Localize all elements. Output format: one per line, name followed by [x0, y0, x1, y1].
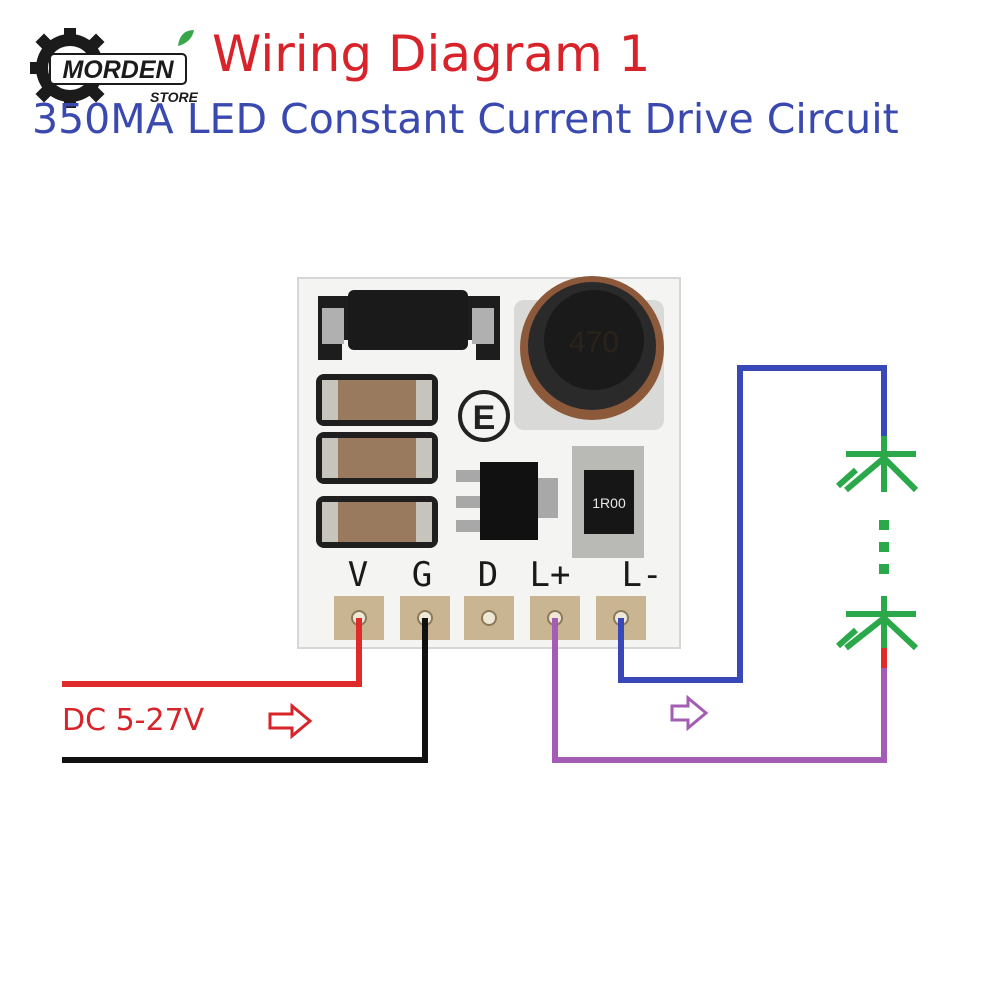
inductor-marking: 470 — [569, 326, 619, 359]
sense-resistor: 1R00 — [572, 446, 644, 558]
pin-label-v: V — [348, 555, 368, 595]
capacitor-3 — [316, 496, 438, 548]
cert-mark-letter: E — [473, 399, 496, 437]
pin-label-lminus: L- — [622, 555, 663, 595]
driver-board: 470 E 1R00 V G D L+ L- — [297, 276, 681, 649]
page-title: Wiring Diagram 1 — [212, 25, 651, 83]
morden-store-logo: MORDEN STORE — [30, 28, 198, 108]
wire-led-positive — [552, 618, 887, 763]
supply-voltage-label: DC 5-27V — [62, 703, 205, 738]
arrow-right-icon-supply — [268, 702, 313, 740]
logo-brand: MORDEN — [62, 56, 174, 84]
pin-label-d: D — [478, 555, 498, 595]
wire-ground — [62, 618, 428, 763]
leaf-icon — [178, 30, 194, 46]
wire-led-negative — [618, 365, 887, 683]
capacitor-1 — [316, 374, 438, 426]
wire-positive — [62, 618, 362, 687]
led-icon-top — [836, 436, 919, 493]
led-series-dots — [879, 520, 889, 574]
driver-ic — [456, 462, 558, 540]
pin-label-g: G — [412, 555, 432, 595]
logo-sub: STORE — [150, 89, 198, 105]
arrow-right-icon-led — [670, 694, 709, 732]
resistor-marking: 1R00 — [592, 495, 626, 511]
schottky-diode — [318, 290, 500, 360]
cert-mark: E — [458, 390, 510, 442]
capacitor-2 — [316, 432, 438, 484]
page-subtitle: 350MA LED Constant Current Drive Circuit — [32, 95, 899, 143]
led-icon-bottom — [836, 596, 919, 651]
pad-d — [464, 596, 514, 640]
pin-label-lplus: L+ — [530, 555, 571, 595]
power-inductor: 470 — [514, 276, 664, 430]
